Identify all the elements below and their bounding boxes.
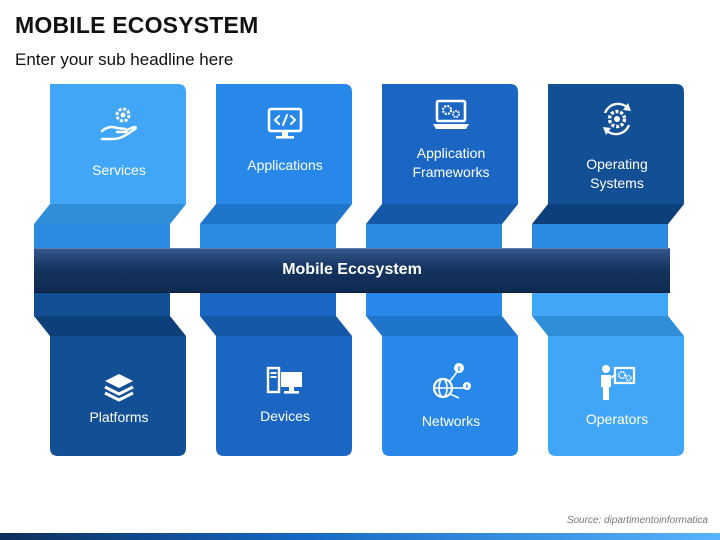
- source-credit: Source: dipartimentoinformatica: [566, 515, 708, 526]
- card-services-label: Services: [92, 162, 146, 178]
- column-1-shape: [34, 84, 186, 456]
- laptop-gears-icon: [431, 96, 471, 136]
- column-4-shape: [532, 84, 684, 456]
- card-platforms-label: Platforms: [89, 409, 149, 425]
- column-1: Services Platforms: [34, 84, 186, 456]
- band-label: Mobile Ecosystem: [282, 261, 422, 278]
- card-devices-label: Devices: [260, 408, 310, 424]
- cycle-gear-icon: [597, 99, 637, 139]
- hand-gear-icon: [99, 104, 139, 144]
- card-applications-label: Applications: [247, 157, 323, 173]
- column-2: Applications Devices: [200, 84, 352, 456]
- mobile-ecosystem-band: Mobile Ecosystem: [34, 248, 670, 293]
- column-3-shape: [366, 84, 518, 456]
- slide-subtitle: Enter your sub headline here: [15, 50, 234, 69]
- slide-title: MOBILE ECOSYSTEM: [15, 12, 259, 38]
- card-operators-label: Operators: [585, 411, 649, 427]
- footer-bar: [0, 533, 720, 540]
- code-monitor-icon: [265, 104, 305, 144]
- layers-icon: [99, 368, 139, 408]
- column-2-shape: [200, 84, 352, 456]
- presenter-icon: [597, 362, 637, 402]
- card-networks-label: Networks: [421, 413, 481, 429]
- globe-network-icon: [431, 360, 471, 400]
- computer-icon: [265, 362, 305, 402]
